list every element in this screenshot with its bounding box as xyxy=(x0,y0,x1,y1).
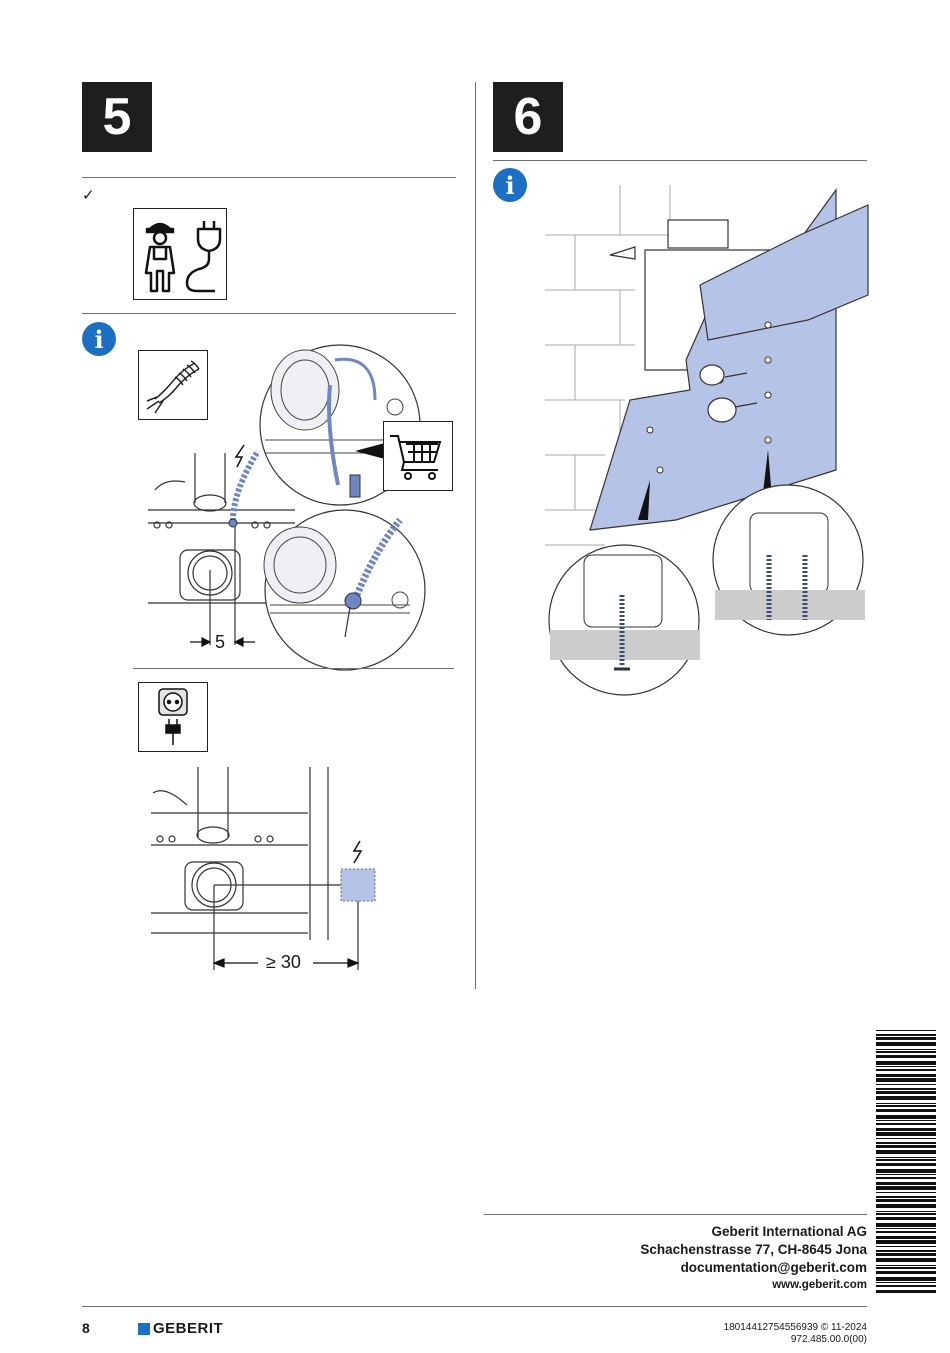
step-5-divider-bottom xyxy=(133,668,454,669)
logo-text: GEBERIT xyxy=(153,1320,224,1337)
step-5-detail-illustration xyxy=(148,344,426,671)
document-code: 18014412754556939 © 11-2024 xyxy=(723,1322,867,1333)
installer-icon xyxy=(133,208,227,300)
dimension-5-label: 5 xyxy=(215,632,226,652)
info-icon-step-6: i xyxy=(493,168,527,202)
shopping-cart-icon xyxy=(383,421,453,491)
step-6-badge: 6 xyxy=(493,82,563,152)
info-icon: i xyxy=(82,322,116,356)
column-divider xyxy=(475,82,476,989)
step-6-divider-top xyxy=(493,160,867,161)
company-website[interactable]: www.geberit.com xyxy=(772,1279,867,1291)
step-5-clearance-illustration xyxy=(151,767,376,970)
lightning-icon xyxy=(234,444,245,468)
page-number: 8 xyxy=(82,1320,90,1336)
company-address: Schachenstrasse 77, CH-8645 Jona xyxy=(640,1242,867,1257)
company-name: Geberit International AG xyxy=(711,1224,867,1239)
footer-address-divider xyxy=(484,1214,867,1215)
socket-plug-graphic xyxy=(158,688,188,745)
dimension-30-label: ≥ 30 xyxy=(266,952,301,972)
document-number: 972.485.00.0(00) xyxy=(790,1334,867,1345)
step-5-divider-mid xyxy=(82,313,456,314)
step-5-badge: 5 xyxy=(82,82,152,152)
checkmark-icon: ✓ xyxy=(82,186,95,204)
cable-bundle-icon xyxy=(138,350,208,420)
company-email[interactable]: documentation@geberit.com xyxy=(680,1260,867,1275)
socket-icon xyxy=(138,682,208,752)
installer-plug-graphic xyxy=(144,221,222,293)
lightning-icon-2 xyxy=(352,840,363,864)
cable-bundle-graphic xyxy=(146,360,200,414)
step-5-divider-top xyxy=(82,177,456,178)
geberit-logo: GEBERIT xyxy=(138,1320,223,1337)
shopping-cart-graphic xyxy=(390,435,442,480)
logo-square-icon xyxy=(138,1322,150,1335)
barcode-icon xyxy=(876,1030,936,1293)
step-6-illustration xyxy=(545,185,869,696)
footer-divider xyxy=(82,1306,867,1307)
